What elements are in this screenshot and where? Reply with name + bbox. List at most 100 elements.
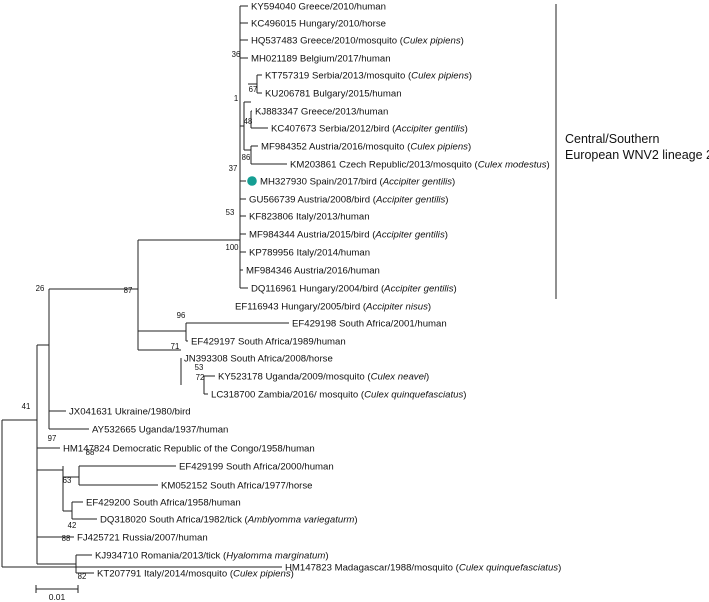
- scale-bar-label: 0.01: [49, 592, 66, 602]
- taxon-description: South Africa/1977/horse: [210, 480, 312, 491]
- taxon-host: Accipiter gentilis: [394, 123, 465, 134]
- taxon-host: Culex pipiens: [403, 35, 461, 46]
- taxon-description: South Africa/1958/human: [133, 497, 241, 508]
- taxon-label-ef116943: EF116943 Hungary/2005/bird (Accipiter ni…: [235, 301, 431, 312]
- bootstrap-b1: 1: [234, 94, 238, 103]
- taxon-accession: EF429200: [86, 497, 133, 508]
- taxon-label-gu566739: GU566739 Austria/2008/bird (Accipiter ge…: [249, 194, 448, 205]
- bootstrap-b53b: 53: [195, 363, 204, 372]
- taxon-label-kp789956: KP789956 Italy/2014/human: [249, 247, 370, 258]
- taxon-label-ku206781: KU206781 Bulgary/2015/human: [265, 88, 402, 99]
- taxon-label-kf823806: KF823806 Italy/2013/human: [249, 211, 370, 222]
- taxon-accession: GU566739: [249, 194, 298, 205]
- taxon-description: Madagascar/1988/mosquito: [335, 562, 453, 573]
- clade-label-line-2: European WNV2 lineage 2: [565, 148, 709, 162]
- taxon-description: Democratic Republic of the Congo/1958/hu…: [113, 443, 315, 454]
- taxon-label-kt207791: KT207791 Italy/2014/mosquito (Culex pipi…: [97, 568, 294, 579]
- taxon-description: Austria/2015/bird: [297, 229, 370, 240]
- clade-label-line-1: Central/Southern: [565, 132, 660, 146]
- taxon-accession: KY523178: [218, 371, 265, 382]
- bootstrap-b96: 96: [177, 311, 186, 320]
- taxon-host: Hyalomma marginatum: [226, 550, 325, 561]
- taxon-label-hm147823: HM147823 Madagascar/1988/mosquito (Culex…: [285, 562, 561, 573]
- bootstrap-b88a: 88: [86, 448, 95, 457]
- taxon-description: Belgium/2017/human: [300, 53, 391, 64]
- taxon-description: Serbia/2013/mosquito: [312, 70, 405, 81]
- taxon-accession: KP789956: [249, 247, 296, 258]
- taxon-label-km203861: KM203861 Czech Republic/2013/mosquito (C…: [290, 159, 550, 170]
- taxon-accession: KM203861: [290, 159, 339, 170]
- taxon-accession: EF116943: [235, 301, 281, 312]
- taxon-accession: KJ934710: [95, 550, 141, 561]
- taxon-label-ky594040: KY594040 Greece/2010/human: [251, 1, 386, 12]
- taxon-label-mh021189: MH021189 Belgium/2017/human: [251, 53, 391, 64]
- taxon-accession: KJ883347: [255, 106, 301, 117]
- taxon-accession: FJ425721: [77, 532, 122, 543]
- taxon-description: Serbia/2012/bird: [319, 123, 389, 134]
- bootstrap-b87: 87: [124, 286, 133, 295]
- taxon-description: South Africa/1982/tick: [149, 514, 242, 525]
- taxon-host: Accipiter nisus: [365, 301, 428, 312]
- taxon-label-kc496015: KC496015 Hungary/2010/horse: [251, 18, 386, 29]
- taxon-description: South Africa/2008/horse: [230, 353, 332, 364]
- taxon-accession: MF984352: [261, 141, 309, 152]
- taxon-host: Accipiter gentilis: [375, 194, 446, 205]
- taxon-host: Culex pipiens: [233, 568, 291, 579]
- taxon-accession: EF429197: [191, 336, 238, 347]
- taxon-accession: DQ116961: [251, 283, 299, 294]
- taxon-accession: DQ318020: [100, 514, 149, 525]
- taxon-host: Culex neavei: [371, 371, 427, 382]
- taxon-accession: KF823806: [249, 211, 296, 222]
- taxon-label-jn393308: JN393308 South Africa/2008/horse: [184, 353, 333, 364]
- taxon-label-hq537483: HQ537483 Greece/2010/mosquito (Culex pip…: [251, 35, 464, 46]
- taxon-accession: KU206781: [265, 88, 313, 99]
- taxon-label-ky523178: KY523178 Uganda/2009/mosquito (Culex nea…: [218, 371, 429, 382]
- taxon-description: South Africa/1989/human: [238, 336, 346, 347]
- taxon-host: Accipiter gentilis: [382, 176, 453, 187]
- taxon-accession: JX041631: [69, 406, 115, 417]
- taxon-accession: KM052152: [161, 480, 210, 491]
- taxon-label-kj883347: KJ883347 Greece/2013/human: [255, 106, 388, 117]
- taxon-description: Austria/2008/bird: [298, 194, 371, 205]
- taxon-label-mh327930: MH327930 Spain/2017/bird (Accipiter gent…: [260, 176, 455, 187]
- taxon-host: Accipiter gentilis: [383, 283, 454, 294]
- taxon-accession: KY594040: [251, 1, 298, 12]
- bootstrap-b67: 67: [249, 85, 258, 94]
- bootstrap-b41: 41: [22, 402, 31, 411]
- taxon-label-ef429200: EF429200 South Africa/1958/human: [86, 497, 241, 508]
- taxon-description: Zambia/2016/ mosquito: [258, 389, 358, 400]
- taxon-label-ay532665: AY532665 Uganda/1937/human: [92, 424, 228, 435]
- taxon-description: Hungary/2005/bird: [281, 301, 360, 312]
- taxon-accession: EF429198: [292, 318, 339, 329]
- taxon-description: South Africa/2000/human: [226, 461, 334, 472]
- taxon-description: Italy/2014/human: [296, 247, 370, 258]
- taxon-description: Austria/2016/mosquito: [309, 141, 404, 152]
- taxon-description: Greece/2013/human: [301, 106, 388, 117]
- bootstrap-b26: 26: [36, 284, 45, 293]
- taxon-host: Amblyomma variegaturm: [247, 514, 355, 525]
- bootstrap-values: 3667148863753100879671537226974188634288…: [22, 50, 258, 581]
- taxon-label-ef429197: EF429197 South Africa/1989/human: [191, 336, 346, 347]
- taxon-accession: MF984344: [249, 229, 297, 240]
- taxon-accession: KT757319: [265, 70, 312, 81]
- bootstrap-b48: 48: [244, 117, 253, 126]
- bootstrap-b82: 82: [78, 572, 87, 581]
- bootstrap-b72: 72: [196, 373, 205, 382]
- bootstrap-b88b: 88: [62, 534, 71, 543]
- taxon-accession: KC407673: [271, 123, 319, 134]
- taxon-description: Hungary/2004/bird: [299, 283, 378, 294]
- taxon-host: Culex modestus: [478, 159, 547, 170]
- taxon-description: Austria/2016/human: [294, 265, 380, 276]
- taxon-description: Russia/2007/human: [122, 532, 207, 543]
- taxon-description: South Africa/2001/human: [339, 318, 447, 329]
- bootstrap-b100: 100: [225, 243, 239, 252]
- taxon-host: Culex quinquefasciatus: [364, 389, 463, 400]
- taxon-description: Greece/2010/human: [298, 1, 385, 12]
- taxon-description: Hungary/2010/horse: [299, 18, 386, 29]
- taxon-accession: HQ537483: [251, 35, 300, 46]
- taxon-accession: LC318700: [211, 389, 258, 400]
- taxon-label-km052152: KM052152 South Africa/1977/horse: [161, 480, 312, 491]
- taxon-description: Czech Republic/2013/mosquito: [339, 159, 472, 170]
